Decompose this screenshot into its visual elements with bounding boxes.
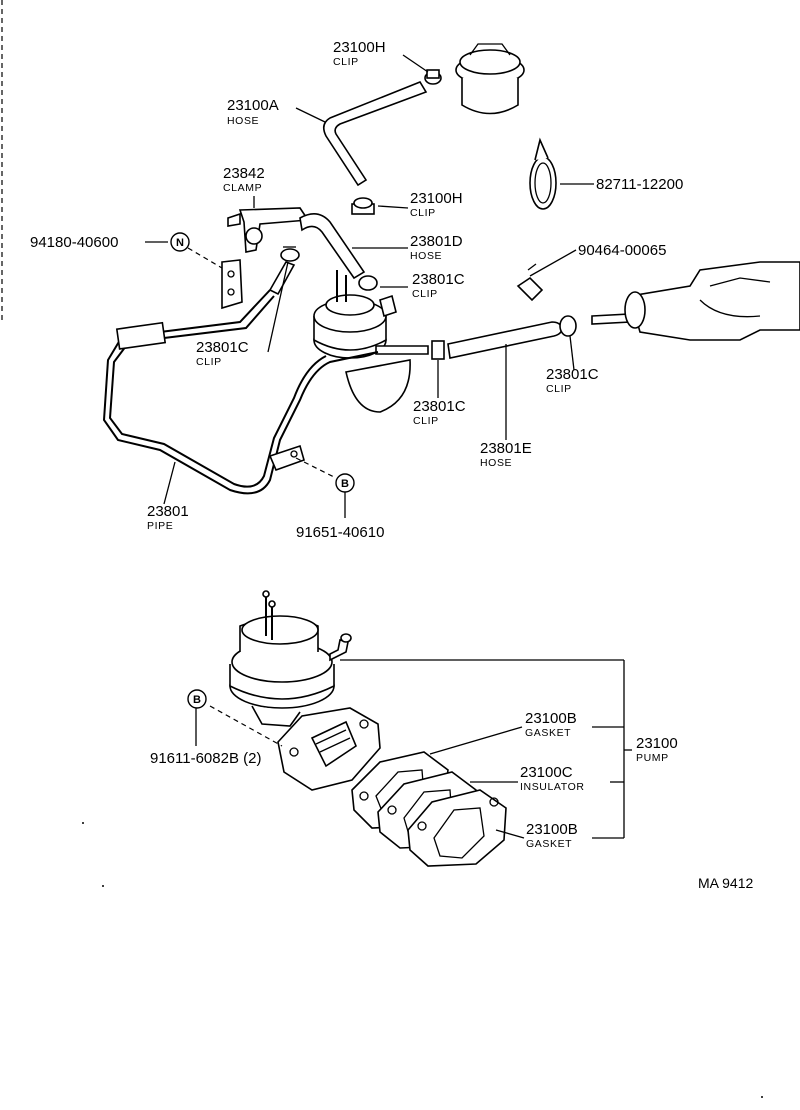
clip-23100h-mid xyxy=(351,197,375,215)
svg-text:94180-40600: 94180-40600 xyxy=(30,234,118,251)
svg-text:GASKET: GASKET xyxy=(526,838,572,850)
label-23842: 23842 CLAMP xyxy=(223,165,265,194)
svg-text:23801C: 23801C xyxy=(196,339,249,356)
label-23801d: 23801D HOSE xyxy=(410,233,463,262)
label-23100h-mid: 23100H CLIP xyxy=(410,190,463,219)
pipe-right xyxy=(591,313,631,325)
label-23801: 23801 PIPE xyxy=(147,503,189,532)
svg-text:CLAMP: CLAMP xyxy=(223,182,262,194)
svg-text:INSULATOR: INSULATOR xyxy=(520,781,585,793)
svg-text:HOSE: HOSE xyxy=(410,250,442,262)
marker-b-bottom: B xyxy=(187,689,207,709)
svg-text:23100H: 23100H xyxy=(333,39,386,56)
leader-lines-top xyxy=(145,54,594,518)
svg-text:23801E: 23801E xyxy=(480,440,532,457)
clamp-82711 xyxy=(529,137,557,210)
marker-n: N xyxy=(170,232,190,252)
svg-text:91651-40610: 91651-40610 xyxy=(296,524,384,541)
svg-text:91611-6082B (2): 91611-6082B (2) xyxy=(150,750,261,767)
svg-text:B: B xyxy=(193,694,201,706)
hose-23801d xyxy=(299,213,366,280)
svg-text:23100C: 23100C xyxy=(520,764,573,781)
svg-text:23100: 23100 xyxy=(636,735,678,752)
label-23100c: 23100C INSULATOR xyxy=(520,764,585,793)
svg-text:23842: 23842 xyxy=(223,165,265,182)
label-23100: 23100 PUMP xyxy=(636,735,678,764)
bracket-94180 xyxy=(221,259,243,310)
fuel-pump-upper xyxy=(313,270,411,413)
hose-short xyxy=(268,261,296,296)
fuel-filter-block xyxy=(624,261,800,341)
pipe-23801 xyxy=(102,289,379,495)
label-23100h-top: 23100H CLIP xyxy=(333,39,386,68)
label-23100b-a: 23100B GASKET xyxy=(525,710,577,739)
scan-specks xyxy=(82,822,763,1098)
svg-text:CLIP: CLIP xyxy=(333,56,359,68)
clip-23801c-a xyxy=(280,246,300,262)
svg-text:GASKET: GASKET xyxy=(525,727,571,739)
label-23100b-b: 23100B GASKET xyxy=(526,821,578,850)
label-23801c-d: 23801C CLIP xyxy=(412,271,465,300)
clip-23801c-c xyxy=(431,340,445,360)
pipe-sleeve xyxy=(115,321,167,350)
label-90464: 90464-00065 xyxy=(578,242,666,259)
svg-text:CLIP: CLIP xyxy=(412,288,438,300)
svg-text:23100B: 23100B xyxy=(526,821,578,838)
svg-text:HOSE: HOSE xyxy=(227,115,259,127)
label-94180: 94180-40600 xyxy=(30,234,118,251)
clip-23100h-top xyxy=(424,69,442,85)
svg-text:HOSE: HOSE xyxy=(480,457,512,469)
svg-text:PIPE: PIPE xyxy=(147,520,173,532)
svg-text:23100B: 23100B xyxy=(525,710,577,727)
gasket-23100b-b xyxy=(407,789,507,867)
svg-text:23801D: 23801D xyxy=(410,233,463,250)
reference-code: MA 9412 xyxy=(698,875,753,891)
svg-text:23801: 23801 xyxy=(147,503,189,520)
label-23801e: 23801E HOSE xyxy=(480,440,532,469)
label-23801c-left: 23801C CLIP xyxy=(196,339,249,368)
svg-text:CLIP: CLIP xyxy=(413,415,439,427)
fuel-pump-23100 xyxy=(229,590,352,727)
svg-text:23100H: 23100H xyxy=(410,190,463,207)
label-23801c-right: 23801C CLIP xyxy=(546,366,599,395)
hose-23100a xyxy=(322,81,428,187)
leader-lines-bottom xyxy=(195,659,632,839)
svg-text:23801C: 23801C xyxy=(412,271,465,288)
bolt-90464 xyxy=(516,263,544,302)
svg-text:CLIP: CLIP xyxy=(546,383,572,395)
svg-text:90464-00065: 90464-00065 xyxy=(578,242,666,259)
svg-text:B: B xyxy=(341,478,349,490)
svg-text:23100A: 23100A xyxy=(227,97,279,114)
clamp-23842 xyxy=(227,207,310,253)
label-23100a: 23100A HOSE xyxy=(227,97,279,127)
label-91611: 91611-6082B (2) xyxy=(150,750,261,767)
svg-text:CLIP: CLIP xyxy=(196,356,222,368)
svg-text:N: N xyxy=(176,237,184,249)
svg-text:82711-12200: 82711-12200 xyxy=(596,176,683,193)
label-82711: 82711-12200 xyxy=(596,176,683,193)
pipe-outlet xyxy=(375,345,429,355)
hose-23801e xyxy=(447,321,563,359)
svg-text:23801C: 23801C xyxy=(546,366,599,383)
label-23801c-center: 23801C CLIP xyxy=(413,398,466,427)
pipe-bracket xyxy=(268,444,305,472)
label-91651: 91651-40610 xyxy=(296,524,384,541)
clip-23801c-b xyxy=(559,315,577,337)
pump-flange xyxy=(277,707,381,791)
clip-23801c-d xyxy=(358,275,378,291)
svg-text:CLIP: CLIP xyxy=(410,207,436,219)
marker-b-top: B xyxy=(335,473,355,493)
carburetor-fitting xyxy=(455,43,525,115)
svg-text:23801C: 23801C xyxy=(413,398,466,415)
svg-text:PUMP: PUMP xyxy=(636,752,669,764)
